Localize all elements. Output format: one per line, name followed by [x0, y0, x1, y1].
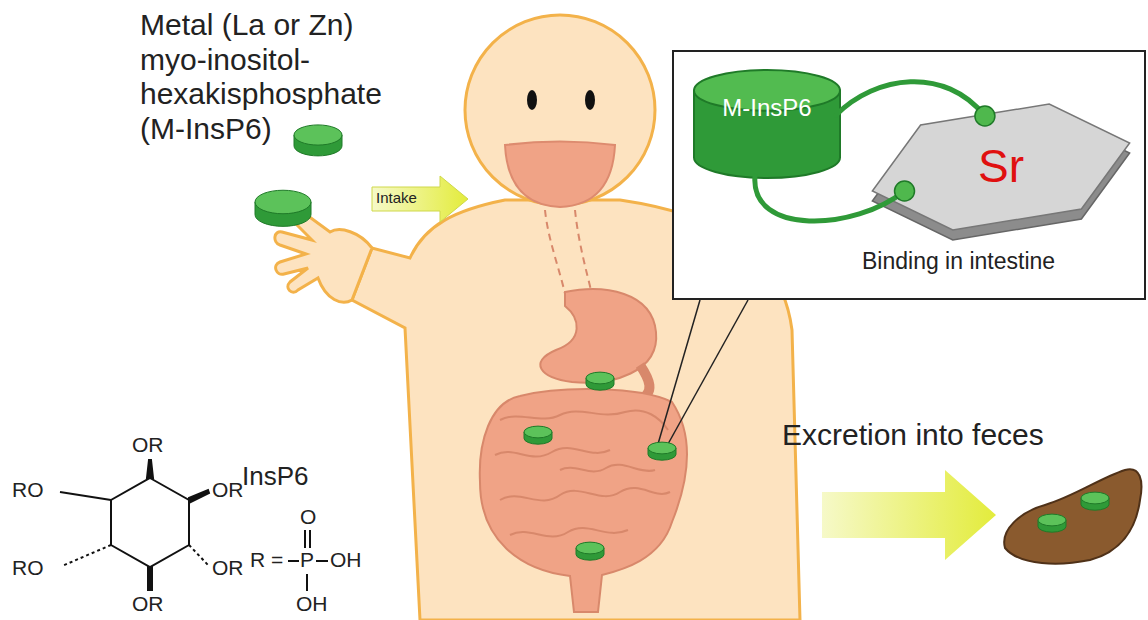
inset-box: Binding in intestine M-InsP6Sr: [672, 50, 1146, 300]
node-label: M-InsP6: [692, 94, 842, 122]
cylinder-node: M-InsP6: [692, 68, 842, 180]
substituent: RO: [12, 478, 44, 502]
atom-label: P: [300, 548, 314, 572]
callout-line: [668, 300, 748, 444]
atom-label: O: [300, 505, 316, 529]
eye: [585, 90, 595, 110]
intake-arrow: [372, 176, 468, 222]
intestines: [480, 389, 687, 612]
eye: [527, 90, 537, 110]
substituent: RO: [12, 556, 44, 580]
insp6-structure: [60, 460, 328, 591]
process-label: Excretion into feces: [782, 418, 1044, 453]
atom-label: OH: [330, 548, 362, 572]
arrow-label: Intake: [376, 189, 417, 206]
substituent: OR: [212, 556, 244, 580]
title-text: Metal (La or Zn) myo-inositol- hexakisph…: [140, 8, 402, 146]
esophagus: [575, 210, 592, 294]
compound-name: InsP6: [242, 462, 309, 492]
plate-node: Sr: [867, 98, 1135, 248]
excretion-arrow: [822, 470, 996, 560]
esophagus: [545, 210, 566, 298]
node-shape: [692, 68, 842, 180]
substituent: OR: [132, 433, 164, 457]
intestine-coils: [495, 410, 670, 536]
mouth: [505, 142, 615, 208]
substituent: OR: [132, 592, 164, 616]
inset-caption: Binding in intestine: [862, 248, 1146, 274]
callout-line: [658, 300, 700, 444]
substituent: OR: [212, 478, 244, 502]
node-label: Sr: [867, 140, 1135, 193]
formula-text: R =: [250, 548, 283, 572]
feces: [1004, 469, 1141, 563]
atom-label: OH: [296, 592, 328, 616]
